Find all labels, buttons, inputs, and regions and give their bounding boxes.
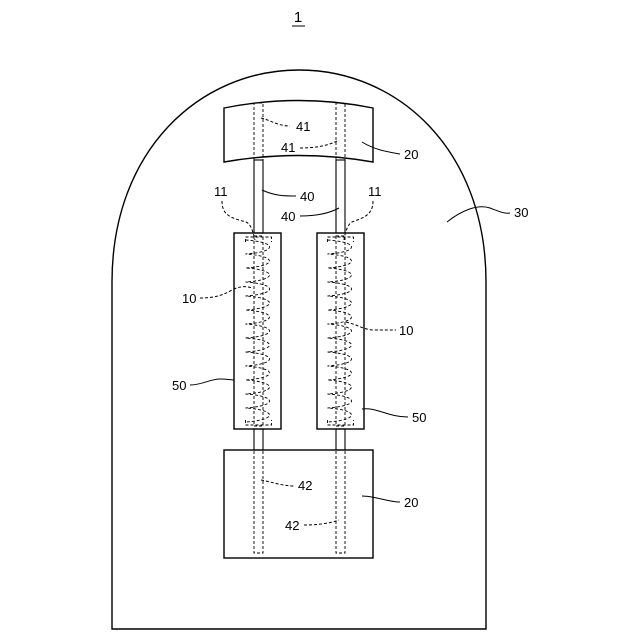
label-10-left: 10 — [182, 291, 196, 306]
coil-left-10 — [246, 236, 272, 426]
lower-block-20 — [224, 450, 373, 558]
figure-number: 1 — [294, 9, 302, 26]
lower-rod-left — [254, 429, 263, 450]
label-20-bottom: 20 — [404, 495, 418, 510]
label-20-top: 20 — [404, 147, 418, 162]
label-40-left: 40 — [300, 189, 314, 204]
leader-50-right — [362, 409, 408, 417]
leader-42-bottom — [304, 520, 339, 525]
leader-40-left — [262, 190, 296, 196]
label-42-top: 42 — [298, 478, 312, 493]
upper-rod-left-40 — [254, 160, 263, 233]
label-41-mid: 41 — [281, 140, 295, 155]
leader-11-left — [222, 201, 255, 240]
coil-core — [254, 236, 263, 426]
label-11-right: 11 — [368, 184, 382, 199]
coil-core — [336, 236, 345, 426]
label-50-right: 50 — [412, 410, 426, 425]
label-50-left: 50 — [172, 378, 186, 393]
coil-winding — [328, 240, 352, 422]
coil-bottom-cap — [246, 420, 272, 425]
coil-winding — [246, 240, 270, 422]
label-41-top: 41 — [296, 119, 310, 134]
dome-housing-30 — [112, 70, 486, 629]
label-30: 30 — [514, 205, 528, 220]
leader-42-top — [261, 480, 295, 486]
leader-20-top — [362, 142, 400, 154]
leader-11-right — [344, 201, 373, 240]
leader-20-bottom — [362, 496, 400, 502]
upper-channel-left-41 — [254, 103, 263, 160]
label-42-bottom: 42 — [285, 518, 299, 533]
coil-bottom-cap — [328, 420, 354, 425]
leader-10-right — [346, 322, 396, 330]
housing-right-50 — [317, 233, 364, 429]
label-40-right: 40 — [281, 209, 295, 224]
upper-rod-right-40 — [336, 160, 345, 233]
leader-50-left — [190, 379, 234, 385]
label-11-left: 11 — [214, 184, 228, 199]
label-10-right: 10 — [399, 323, 413, 338]
upper-channel-right-41 — [336, 103, 345, 160]
coil-right-10 — [328, 236, 354, 426]
housing-left-50 — [234, 233, 281, 429]
leader-41-mid — [300, 140, 339, 148]
lower-channel-left-42 — [254, 450, 263, 553]
lower-rod-right — [336, 429, 345, 450]
lower-channel-right-42 — [336, 450, 345, 553]
leader-40-right — [300, 208, 339, 216]
leader-10-left — [200, 287, 252, 298]
leader-41-top — [261, 118, 290, 126]
